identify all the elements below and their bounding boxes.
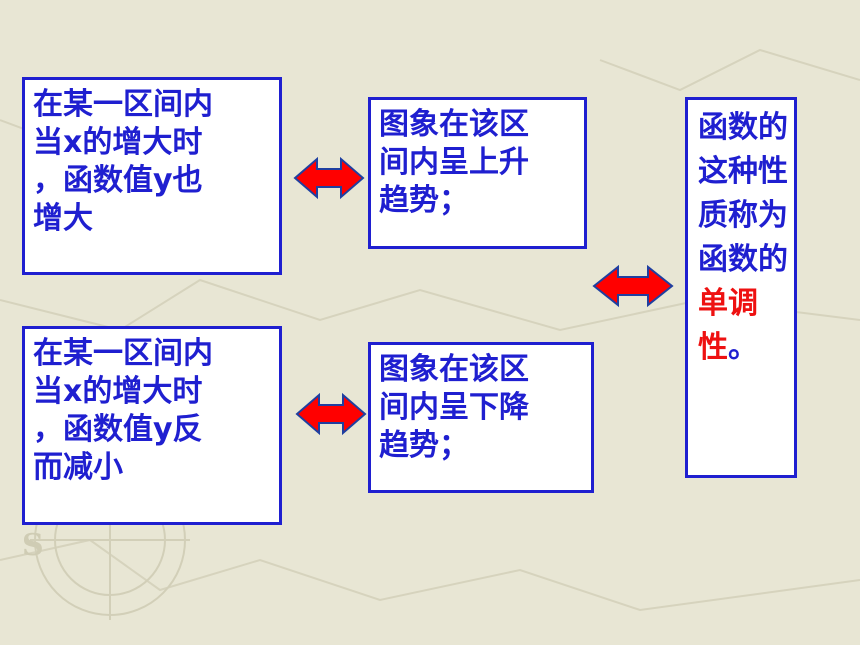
svg-text:S: S	[22, 528, 44, 563]
increase-trend-box: 图象在该区 间内呈上升 趋势；	[368, 97, 587, 249]
decrease-condition-box: 在某一区间内 当x的增大时 ，函数值y反 而减小	[22, 326, 282, 525]
monotonicity-term: 单调性	[698, 286, 758, 365]
double-headed-arrow-icon	[592, 264, 674, 308]
double-headed-arrow-icon	[295, 392, 367, 436]
double-headed-arrow-icon	[293, 156, 365, 200]
increase-condition-box: 在某一区间内 当x的增大时 ，函数值y也 增大	[22, 77, 282, 275]
conclusion-end: 。	[728, 330, 758, 365]
conclusion-box: 函数的这种性质称为函数的单调性。	[685, 97, 797, 478]
conclusion-text: 函数的这种性质称为函数的	[698, 110, 788, 277]
decrease-trend-box: 图象在该区 间内呈下降 趋势；	[368, 342, 594, 493]
